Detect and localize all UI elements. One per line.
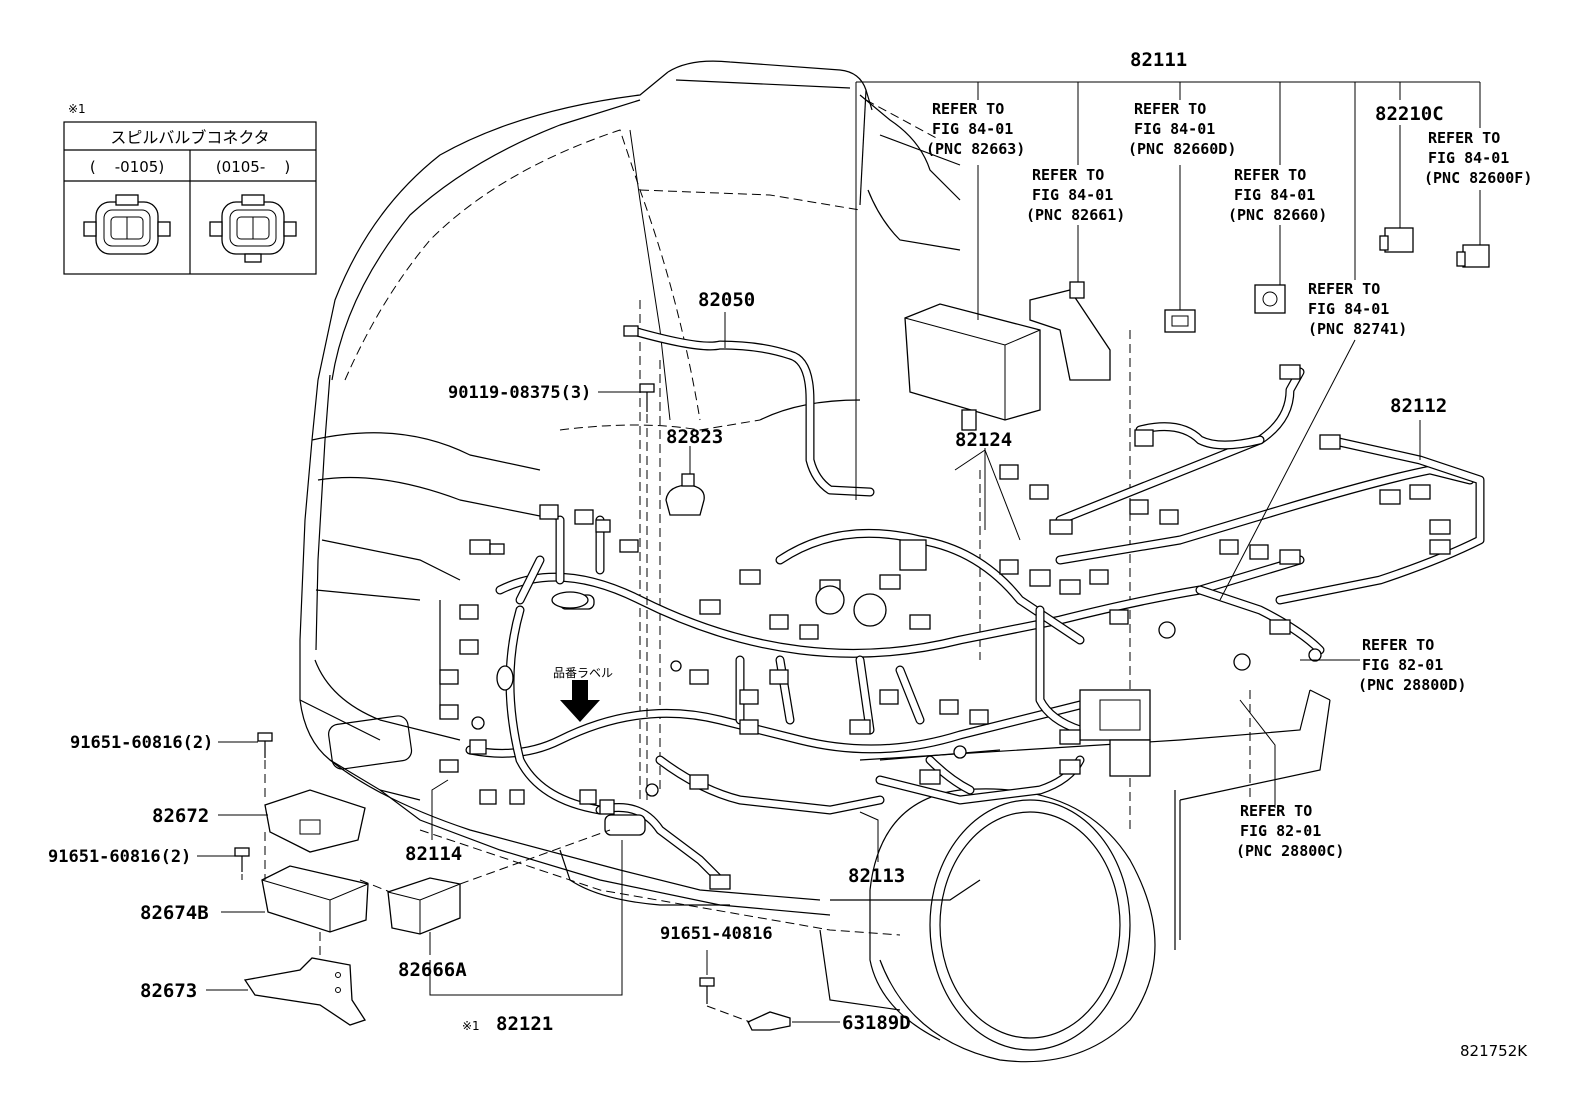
svg-text:FIG 82-01: FIG 82-01 <box>1362 656 1443 674</box>
svg-text:FIG 84-01: FIG 84-01 <box>1308 300 1389 318</box>
connector-new-icon <box>209 194 297 263</box>
part-82823-icon <box>665 473 705 516</box>
label-82673: 82673 <box>140 980 197 1002</box>
svg-text:(PNC 28800D): (PNC 28800D) <box>1358 676 1466 694</box>
label-82124: 82124 <box>955 429 1012 451</box>
part-82666A-icon <box>387 877 461 935</box>
bolt-90119-icon <box>639 383 655 412</box>
label-82672: 82672 <box>152 805 209 827</box>
ref-82661: REFER TO FIG 84-01 (PNC 82661) <box>1026 166 1125 224</box>
ref-82660D: REFER TO FIG 84-01 (PNC 82660D) <box>1128 100 1236 158</box>
svg-text:(PNC 82661): (PNC 82661) <box>1026 206 1125 224</box>
label-82111: 82111 <box>1130 49 1187 71</box>
part-82660-icon <box>1254 284 1286 314</box>
svg-text:(PNC 82663): (PNC 82663) <box>926 140 1025 158</box>
refer-to-notes: REFER TO FIG 84-01 (PNC 82663) REFER TO … <box>926 100 1532 860</box>
label-82210C: 82210C <box>1375 103 1444 125</box>
label-91651-40816: 91651-40816 <box>660 924 773 944</box>
label-tag-text: 品番ラベル <box>553 666 613 680</box>
ref-82663: REFER TO FIG 84-01 (PNC 82663) <box>926 100 1025 158</box>
label-82121-marker: ※1 <box>462 1019 480 1033</box>
label-91651-60816-a: 91651-60816(2) <box>70 733 213 753</box>
label-82674B: 82674B <box>140 902 209 924</box>
label-90119-08375: 90119-08375(3) <box>448 383 591 403</box>
part-labels: 82111 82210C 82050 90119-08375(3) 82823 … <box>48 49 1528 1060</box>
inset-col-right: (0105- ) <box>216 158 290 176</box>
leader-lines <box>197 81 1481 1023</box>
label-82050: 82050 <box>698 289 755 311</box>
inset-title: スピルバルブコネクタ <box>110 128 269 147</box>
front-wheel <box>869 788 1176 1063</box>
svg-text:REFER TO: REFER TO <box>1134 100 1206 118</box>
svg-text:FIG 84-01: FIG 84-01 <box>1134 120 1215 138</box>
part-82672-icon <box>264 789 366 853</box>
part-82600F-icon <box>1456 244 1490 268</box>
part-82663-icon <box>904 303 1041 431</box>
svg-text:FIG 84-01: FIG 84-01 <box>1032 186 1113 204</box>
part-82661-icon <box>1029 281 1111 381</box>
label-arrow-icon <box>560 680 600 722</box>
part-82210C-icon <box>1379 227 1414 253</box>
svg-text:(PNC 28800C): (PNC 28800C) <box>1236 842 1344 860</box>
truck-cab-outline <box>299 60 1331 1011</box>
label-63189D: 63189D <box>842 1012 911 1034</box>
svg-text:REFER TO: REFER TO <box>1428 129 1500 147</box>
svg-text:REFER TO: REFER TO <box>1240 802 1312 820</box>
bolt-91651-b-icon <box>234 847 250 872</box>
part-82673-icon <box>243 957 367 1026</box>
ref-28800C: REFER TO FIG 82-01 (PNC 28800C) <box>1236 802 1344 860</box>
svg-text:REFER TO: REFER TO <box>1032 166 1104 184</box>
ref-82600F: REFER TO FIG 84-01 (PNC 82600F) <box>1424 129 1532 187</box>
svg-text:FIG 84-01: FIG 84-01 <box>1428 149 1509 167</box>
part-63189D-icon <box>747 1011 791 1031</box>
svg-text:(PNC 82741): (PNC 82741) <box>1308 320 1407 338</box>
label-82121: 82121 <box>496 1013 553 1035</box>
label-82823: 82823 <box>666 426 723 448</box>
inset-col-left: ( -0105) <box>90 158 164 176</box>
svg-text:REFER TO: REFER TO <box>1362 636 1434 654</box>
ref-28800D: REFER TO FIG 82-01 (PNC 28800D) <box>1358 636 1466 694</box>
svg-text:(PNC 82600F): (PNC 82600F) <box>1424 169 1532 187</box>
part-82050-end-left <box>623 325 639 337</box>
label-91651-60816-b: 91651-60816(2) <box>48 847 191 867</box>
connector-old-icon <box>83 194 171 255</box>
inset-spill-valve-connector: ※1 スピルバルブコネクタ ( -0105) (0105- ) <box>63 102 317 275</box>
label-82114: 82114 <box>405 843 462 865</box>
svg-text:(PNC 82660): (PNC 82660) <box>1228 206 1327 224</box>
svg-text:(PNC 82660D): (PNC 82660D) <box>1128 140 1236 158</box>
part-82660D-icon <box>1164 309 1196 333</box>
bolt-91651-a-icon <box>257 732 273 758</box>
svg-text:FIG 84-01: FIG 84-01 <box>1234 186 1315 204</box>
part-82674B-icon <box>261 865 369 933</box>
svg-text:REFER TO: REFER TO <box>1308 280 1380 298</box>
ref-82660: REFER TO FIG 84-01 (PNC 82660) <box>1228 166 1327 224</box>
harness-connectors <box>439 364 1451 890</box>
inset-note-marker: ※1 <box>68 102 86 116</box>
svg-text:REFER TO: REFER TO <box>932 100 1004 118</box>
label-82112: 82112 <box>1390 395 1447 417</box>
label-82113: 82113 <box>848 865 905 887</box>
bolt-91651-40816-icon <box>699 977 715 1004</box>
svg-text:FIG 82-01: FIG 82-01 <box>1240 822 1321 840</box>
figure-code: 821752K <box>1460 1042 1528 1060</box>
svg-text:FIG 84-01: FIG 84-01 <box>932 120 1013 138</box>
label-82666A: 82666A <box>398 959 467 981</box>
ref-82741: REFER TO FIG 84-01 (PNC 82741) <box>1308 280 1407 338</box>
svg-text:REFER TO: REFER TO <box>1234 166 1306 184</box>
